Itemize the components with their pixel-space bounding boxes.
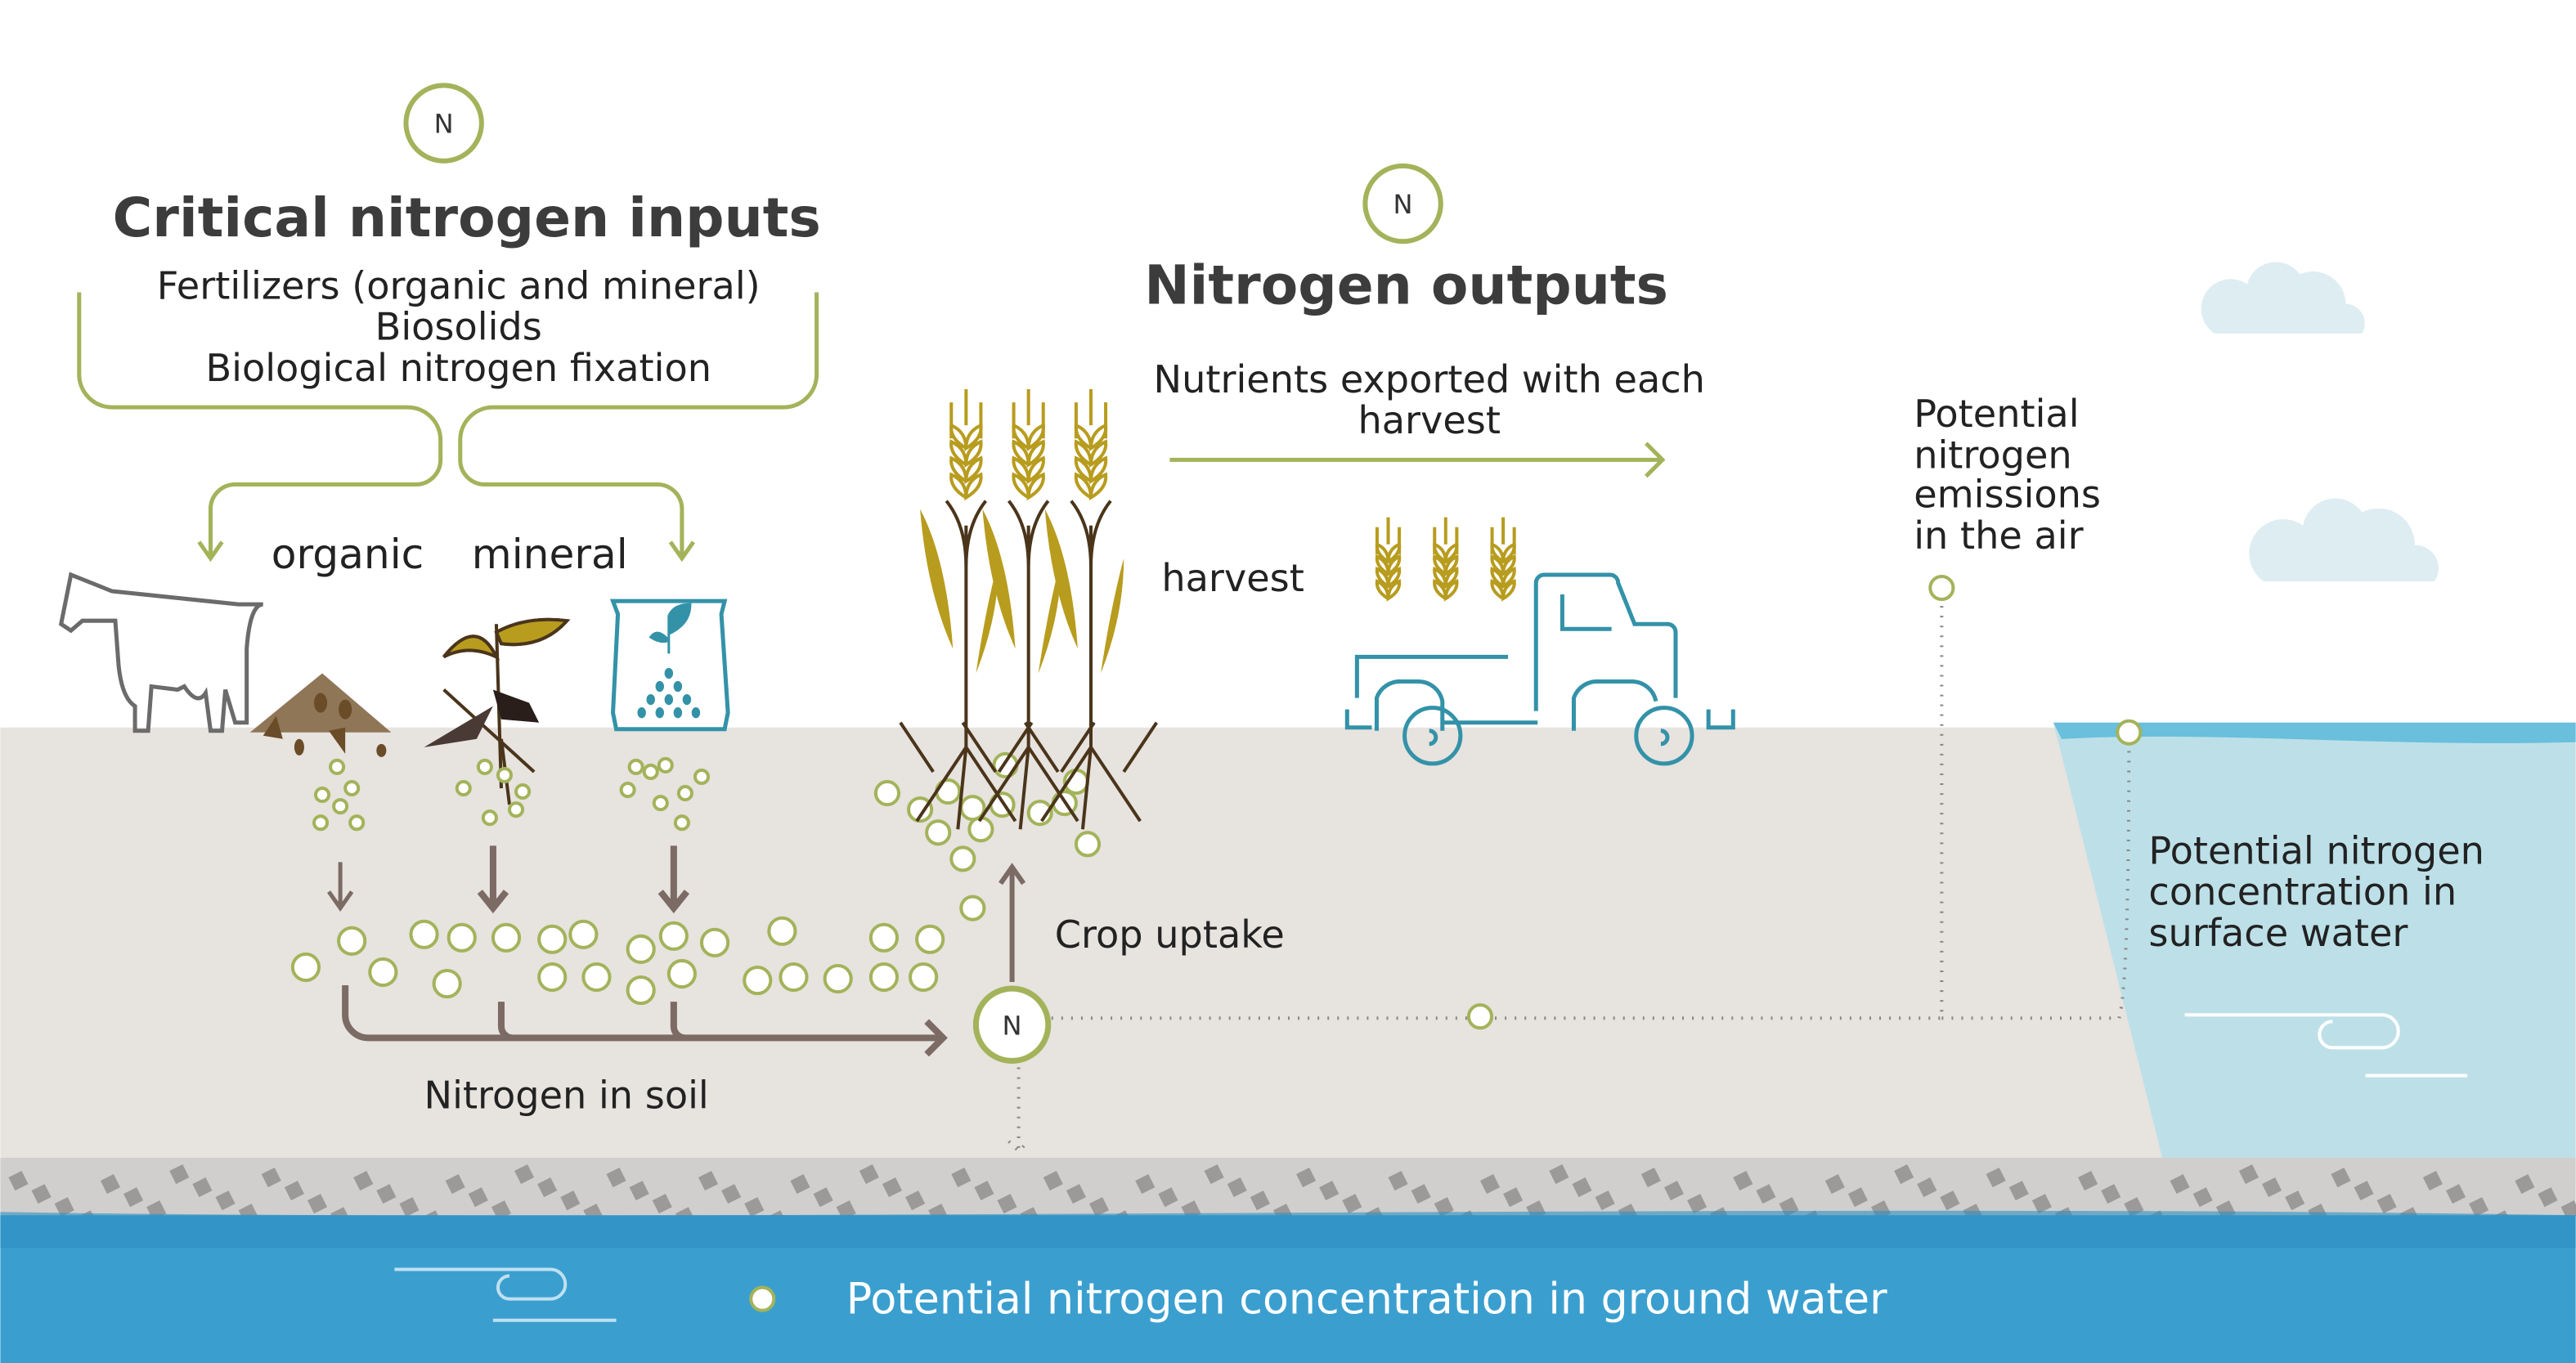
nitrogen-dot	[481, 809, 498, 827]
cow-icon	[58, 572, 264, 733]
nitrogen-dot	[329, 758, 346, 775]
export-label: harvest	[1358, 398, 1501, 442]
nitrogen-dot	[673, 814, 690, 832]
nitrogen-dot	[626, 934, 656, 964]
nitrogen-dot	[779, 962, 809, 993]
nitrogen-dot	[627, 758, 644, 775]
truck-icon	[1344, 572, 1735, 766]
nitrogen-dot	[332, 798, 349, 815]
nitrogen-dot	[873, 780, 901, 807]
nitrogen-dot	[537, 924, 568, 954]
nitrogen-badge	[1362, 163, 1443, 244]
nitrogen-dot	[925, 819, 952, 846]
nitrogen-symbol: N	[434, 109, 454, 140]
manure-pile-icon	[249, 673, 392, 757]
nitrogen-dot	[658, 921, 689, 951]
down-arrow	[327, 862, 354, 912]
nitrogen-dot	[568, 919, 599, 949]
nitrogen-dot	[676, 785, 693, 802]
fertilizer-bag-icon	[609, 599, 730, 732]
nitrogen-dot	[626, 975, 656, 1006]
nitrogen-dot	[743, 965, 773, 996]
nitrogen-dot	[992, 751, 1019, 778]
nitrogen-dot	[496, 766, 514, 784]
nitrogen-badge	[403, 83, 484, 164]
input-item: Biological nitrogen fixation	[205, 346, 711, 390]
export-arrow	[1169, 442, 1666, 478]
nitrogen-dot	[767, 916, 797, 946]
surface-water-label: Potential nitrogen concentration in surf…	[2148, 828, 2496, 954]
nitrogen-dot	[447, 922, 477, 953]
harvest-label: harvest	[1161, 556, 1304, 600]
nitrogen-dot	[476, 758, 493, 775]
surface-water	[2053, 722, 2576, 1183]
nitrogen-symbol: N	[1393, 189, 1413, 220]
nitrogen-dot	[348, 814, 366, 832]
soil-flow-arrow	[342, 985, 948, 1057]
nitrogen-dot	[652, 795, 669, 812]
seedling-icon	[424, 617, 571, 805]
nitrogen-dot	[907, 796, 934, 823]
nitrogen-dot	[949, 845, 976, 872]
cloud-icon	[2201, 262, 2439, 581]
nitrogen-dot	[1074, 831, 1102, 858]
wheat-cargo-icon	[1375, 517, 1516, 602]
mineral-label: mineral	[472, 530, 628, 578]
air-emissions-label: Potential nitrogen emissions in the air	[1914, 392, 2112, 558]
soil-label: Nitrogen in soil	[424, 1074, 709, 1118]
nitrogen-dot	[657, 756, 674, 773]
nitrogen-dot	[514, 783, 532, 800]
nitrogen-dot	[642, 763, 659, 781]
nitrogen-dot	[337, 926, 367, 956]
nitrogen-dot	[455, 780, 472, 797]
down-arrow	[657, 845, 690, 914]
nitrogen-dot	[312, 814, 330, 832]
nitrogen-dot	[619, 782, 636, 799]
nitrogen-dot	[581, 962, 612, 993]
input-item: Fertilizers (organic and mineral)	[157, 264, 761, 308]
nitrogen-dot	[1466, 1003, 1494, 1030]
nitrogen-dots	[290, 751, 1102, 1006]
nitrogen-dot	[666, 958, 697, 989]
nitrogen-dot	[823, 963, 853, 994]
nitrogen-dot	[343, 780, 361, 797]
down-arrow	[477, 845, 509, 914]
nitrogen-dot	[491, 922, 522, 953]
nitrogen-dot	[2116, 719, 2143, 746]
leaching-path	[1008, 1067, 1030, 1154]
nitrogen-dot	[915, 924, 945, 954]
nitrogen-dot	[537, 962, 568, 993]
nitrogen-dot	[1026, 800, 1053, 827]
inputs-title: Critical nitrogen inputs	[113, 186, 821, 249]
nitrogen-dot	[868, 962, 900, 993]
emission-path	[1051, 599, 2131, 1020]
nitrogen-dot	[1928, 574, 1955, 602]
nitrogen-dot-legend	[749, 1285, 776, 1312]
water-wave-icon	[394, 1267, 617, 1322]
input-item: Biosolids	[375, 305, 542, 349]
nitrogen-soil-node	[972, 985, 1052, 1064]
nitrogen-dot	[699, 927, 730, 957]
nitrogen-dot	[313, 787, 331, 804]
nitrogen-dot	[409, 919, 439, 949]
nitrogen-dot	[290, 952, 321, 983]
nitrogen-symbol: N	[1003, 1010, 1022, 1041]
nitrogen-dot	[432, 968, 462, 999]
wheat-plants-icon	[899, 388, 1158, 830]
nitrogen-dot	[507, 801, 525, 818]
crop-uptake-label: Crop uptake	[1055, 912, 1285, 957]
nitrogen-dot	[959, 894, 986, 921]
inputs-bracket	[77, 292, 443, 563]
nitrogen-dot	[693, 768, 711, 786]
water-wave-icon	[2184, 1013, 2468, 1078]
crop-uptake-arrow	[999, 863, 1026, 983]
organic-label: organic	[272, 530, 424, 578]
nitrogen-dot	[368, 957, 398, 988]
outputs-title: Nitrogen outputs	[1144, 253, 1668, 317]
ground-water-label: Potential nitrogen concentration in grou…	[846, 1276, 1887, 1325]
nitrogen-dot	[868, 922, 900, 953]
export-label: Nutrients exported with each	[1154, 357, 1705, 401]
nitrogen-dot	[909, 962, 939, 993]
